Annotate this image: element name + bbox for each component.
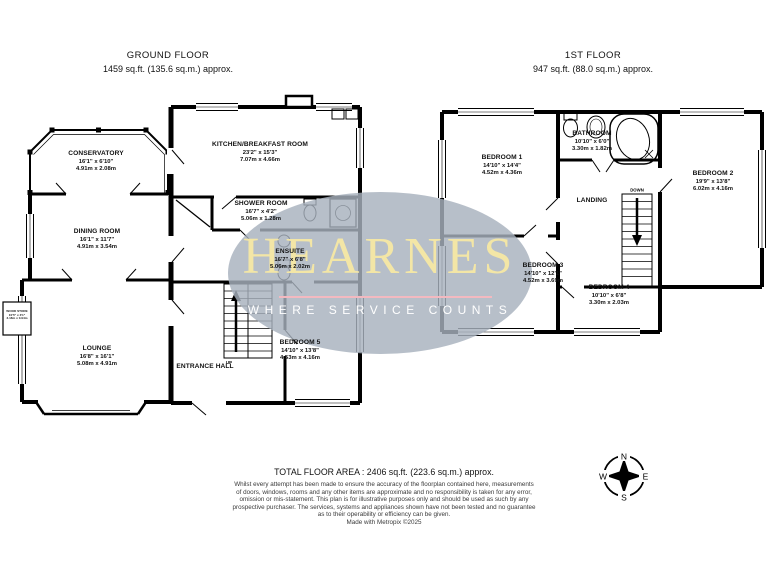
label-bedroom-4: BEDROOM 4 10'10" x 6'8" 3.30m x 2.03m: [588, 284, 630, 307]
compass-star: [606, 458, 642, 494]
label-landing: LANDING: [576, 197, 608, 204]
label-lounge: LOUNGE 16'8" x 16'1" 5.08m x 4.91m: [77, 345, 117, 368]
disclaimer-line: prospective purchaser. The services, sys…: [232, 503, 536, 511]
label-ensuite: ENSUITE 16'7" x 6'8" 5.06m x 2.02m: [270, 248, 310, 271]
disclaimer-line: omission or mis-statement. This plan is …: [239, 496, 529, 504]
first-floor-title: 1ST FLOOR: [564, 50, 622, 61]
label-bathroom: BATHROOM 10'10" x 6'0" 3.30m x 1.82m: [572, 130, 612, 153]
compass-rose: N E S W: [597, 450, 651, 503]
label-bedroom-1: BEDROOM 1 14'10" x 14'4" 4.52m x 4.36m: [481, 154, 523, 177]
compass-west: W: [599, 472, 607, 482]
label-store: WOOD STORE 10'5" x 3'1" 3.18m x 0.94m: [6, 309, 28, 321]
compass-south: S: [621, 493, 627, 503]
first-floor-fixtures: [563, 112, 659, 165]
label-bedroom-2: BEDROOM 2 19'9" x 13'8" 6.02m x 4.16m: [692, 170, 734, 193]
stairs-down-label: DOWN: [630, 188, 644, 193]
metropix-credit: Made with Metropix ©2025: [346, 518, 422, 526]
watermark-ellipse: [228, 192, 532, 354]
watermark-divider: [279, 296, 492, 298]
disclaimer-line: as to their operability or efficiency ca…: [317, 511, 451, 519]
footer: TOTAL FLOOR AREA : 2406 sq.ft. (223.6 sq…: [0, 467, 768, 526]
stairs-up-label: UP: [226, 360, 232, 365]
ground-floor-area: 1459 sq.ft. (135.6 sq.m.) approx.: [102, 63, 234, 74]
compass-north: N: [621, 452, 627, 462]
first-floor-area: 947 sq.ft. (88.0 sq.m.) approx.: [532, 63, 654, 74]
watermark-tagline: WHERE SERVICE COUNTS: [247, 303, 513, 317]
first-floor-header: 1ST FLOOR 947 sq.ft. (88.0 sq.m.) approx…: [493, 50, 693, 75]
label-bedroom-3: BEDROOM 3 14'10" x 12'1" 4.52m x 3.69m: [522, 262, 564, 285]
total-floor-area: TOTAL FLOOR AREA : 2406 sq.ft. (223.6 sq…: [274, 467, 494, 477]
watermark-brand: HEARNES: [242, 228, 518, 285]
label-dining-room: DINING ROOM 16'1" x 11'7" 4.91m x 3.54m: [73, 228, 121, 251]
disclaimer: Whilst every attempt has been made to en…: [0, 481, 768, 526]
label-shower-room: SHOWER ROOM 16'7" x 4'2" 5.06m x 1.28m: [234, 200, 288, 223]
label-kitchen: KITCHEN/BREAKFAST ROOM 23'2" x 15'3" 7.0…: [212, 141, 308, 164]
label-bedroom-5: BEDROOM 5 14'10" x 13'8" 4.53m x 4.16m: [279, 339, 321, 362]
disclaimer-line: Whilst every attempt has been made to en…: [234, 481, 534, 488]
ground-floor-title: GROUND FLOOR: [126, 50, 210, 61]
label-entrance-hall: ENTRANCE HALL: [176, 363, 234, 370]
disclaimer-line: of doors, windows, rooms and any other i…: [236, 488, 532, 496]
first-floor-stairs: [621, 193, 653, 288]
label-conservatory: CONSERVATORY 16'1" x 6'10" 4.91m x 2.08m: [68, 150, 124, 173]
ground-floor-header: GROUND FLOOR 1459 sq.ft. (135.6 sq.m.) a…: [63, 50, 273, 75]
compass-east: E: [643, 472, 649, 482]
